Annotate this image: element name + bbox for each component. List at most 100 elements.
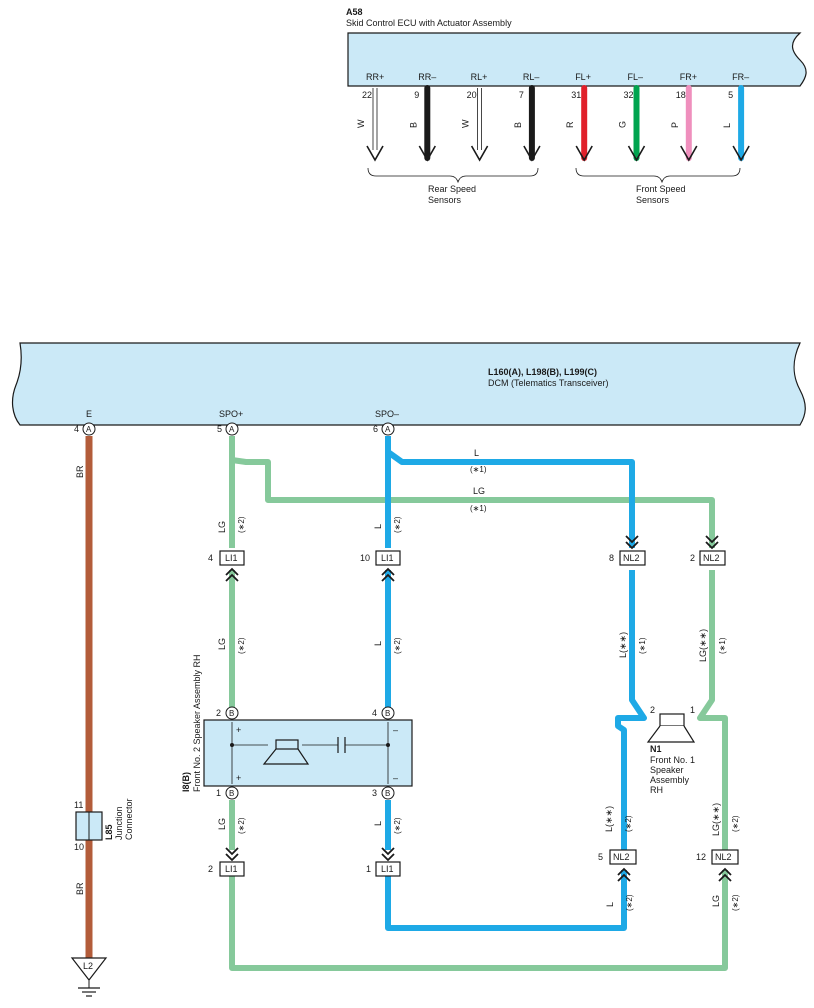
front-group-label-1: Front Speed xyxy=(636,184,686,194)
speaker-rh2-pin-tl-conn: B xyxy=(229,709,234,718)
wire-label-l-3-star: (∗2) xyxy=(393,817,402,834)
wire-label-lg-3: LG xyxy=(217,818,227,830)
connector-li1-bottom-left-pin: 2 xyxy=(208,864,213,874)
a58-terminal-rl-minus: RL–7B xyxy=(513,72,541,162)
a58-terminal-fl-plus: FL+31R xyxy=(565,72,593,162)
dcm-terminal-spo-plus-pin: 5 xyxy=(217,424,222,434)
wire-label-lg-2-star: (∗2) xyxy=(237,637,246,654)
rear-group-label-1: Rear Speed xyxy=(428,184,476,194)
a58-terminal-label: RL+ xyxy=(471,72,488,82)
dcm-terminal-e-conn: A xyxy=(86,425,92,434)
connector-li1-top-left-pin: 4 xyxy=(208,553,213,563)
connector-nl2-top-right-pin: 2 xyxy=(690,553,695,563)
dcm-terminal-spo-minus: A 6 xyxy=(373,422,395,436)
wire-label-l-ss-1: L(∗∗) xyxy=(618,632,628,658)
a58-wire-color: W xyxy=(461,119,471,128)
a58-wire-color: G xyxy=(618,121,628,128)
wire-label-lg-4: LG xyxy=(711,895,721,907)
a58-name: Skid Control ECU with Actuator Assembly xyxy=(346,18,512,28)
wire-label-l-2: L xyxy=(373,641,383,646)
ground-l2 xyxy=(70,957,108,997)
speaker-rh2-code: I8(B) xyxy=(181,772,191,792)
a58-terminal-pin: 7 xyxy=(519,90,524,100)
speaker-rh2-plus-top: + xyxy=(236,725,241,735)
speaker-n1-code: N1 xyxy=(650,744,662,754)
speaker-rh2-plus-bottom: + xyxy=(236,773,241,783)
a58-terminal-pin: 22 xyxy=(362,90,372,100)
a58-code: A58 xyxy=(346,7,363,17)
wire-label-lg-1-star: (∗2) xyxy=(237,516,246,533)
speaker-rh2-pin-br-num: 3 xyxy=(372,788,377,798)
dcm-terminal-e-pin: 4 xyxy=(74,424,79,434)
speaker-rh2-pin-bl: B 1 xyxy=(216,786,239,800)
wire-label-br-top: BR xyxy=(75,465,85,478)
connector-nl2-top-left-pin: 8 xyxy=(609,553,614,563)
speaker-rh2-name: Front No. 2 Speaker Assembly RH xyxy=(192,654,202,792)
wire-label-l-ss-1-star: (∗1) xyxy=(638,637,647,654)
speaker-rh2-icon xyxy=(262,739,310,765)
a58-terminal-rl-plus: RL+ 20W xyxy=(461,72,489,162)
a58-terminal-fr-plus: FR+18P xyxy=(670,72,698,162)
a58-wire-color: R xyxy=(565,121,575,128)
a58-wire-color: L xyxy=(722,123,732,128)
speaker-rh2-minus-bottom: – xyxy=(393,773,398,783)
a58-terminal-label: FL– xyxy=(628,72,644,82)
a58-terminal-pin: 18 xyxy=(676,90,686,100)
speaker-rh2-pin-br: B 3 xyxy=(372,786,395,800)
speaker-n1-name-1: Front No. 1 xyxy=(650,755,695,765)
speaker-rh2-pin-br-conn: B xyxy=(385,789,390,798)
a58-terminal-pin: 32 xyxy=(624,90,634,100)
a58-terminal-pin: 5 xyxy=(728,90,733,100)
wire-label-lg-2: LG xyxy=(217,638,227,650)
junction-code: L85 xyxy=(104,824,114,840)
arrow-down-icon xyxy=(575,145,593,162)
connector-nl2-top-left-label: NL2 xyxy=(623,553,640,563)
connector-nl2-bottom-right-label: NL2 xyxy=(715,852,732,862)
junction-name-2: Connector xyxy=(124,798,134,840)
speaker-rh2-pin-tr: B 4 xyxy=(372,706,395,720)
rear-group-brace xyxy=(367,167,539,184)
wire-label-lg-4-star: (∗2) xyxy=(731,894,740,911)
wire-l-nl2-to-n1 xyxy=(615,570,647,850)
speaker-n1-pin-right: 1 xyxy=(690,705,695,715)
a58-terminal-rr-minus: RR–9B xyxy=(408,72,436,162)
dcm-pin-label-spo-minus: SPO– xyxy=(375,409,399,419)
connector-nl2-bottom-left-label: NL2 xyxy=(613,852,630,862)
dcm-terminal-e: A 4 xyxy=(74,422,96,436)
connector-li1-bottom-right-label: LI1 xyxy=(381,864,394,874)
a58-terminal-label: FR+ xyxy=(680,72,697,82)
connector-nl2-top-right-label: NL2 xyxy=(703,553,720,563)
dcm-name: DCM (Telematics Transceiver) xyxy=(488,378,609,388)
speaker-n1-name-3: Assembly xyxy=(650,775,690,785)
a58-terminals: RR+22WRR–9BRL+20WRL–7BFL+31RFL–32GFR+18P… xyxy=(356,72,750,162)
connector-li1-bottom-left: LI1 2 xyxy=(208,847,245,877)
a58-ecu-box xyxy=(347,32,807,87)
wire-label-lg-1: LG xyxy=(217,521,227,533)
wire-label-lg-ss-1-star: (∗1) xyxy=(718,637,727,654)
connector-li1-bottom-right: LI1 1 xyxy=(366,847,401,877)
a58-terminal-rr-plus: RR+22W xyxy=(356,72,384,162)
wire-label-l-top-star: (∗1) xyxy=(470,465,487,474)
junction-pin-top: 11 xyxy=(74,800,83,810)
wire-label-lg-ss-2: LG(∗∗) xyxy=(711,803,721,836)
speaker-rh2-pin-bl-conn: B xyxy=(229,789,234,798)
wire-label-l-1-star: (∗2) xyxy=(393,516,402,533)
wire-label-l-ss-2-star: (∗2) xyxy=(624,815,633,832)
a58-terminal-fr-minus: FR–5L xyxy=(722,72,750,162)
connector-nl2-bottom-left-pin: 5 xyxy=(598,852,603,862)
connector-li1-top-right-pin: 10 xyxy=(360,553,370,563)
a58-terminal-pin: 20 xyxy=(467,90,477,100)
connector-li1-top-left: LI1 4 xyxy=(208,550,245,582)
dcm-box xyxy=(11,342,806,426)
dcm-pin-label-e: E xyxy=(86,409,92,419)
dcm-code: L160(A), L198(B), L199(C) xyxy=(488,367,597,377)
connector-nl2-bottom-right: NL2 12 xyxy=(696,849,739,882)
dcm-pin-label-spo-plus: SPO+ xyxy=(219,409,243,419)
arrow-down-icon xyxy=(627,145,646,162)
arrow-down-icon xyxy=(366,145,384,162)
a58-terminal-pin: 31 xyxy=(571,90,581,100)
speaker-rh2-pin-tr-conn: B xyxy=(385,709,390,718)
a58-terminal-label: RR– xyxy=(418,72,436,82)
a58-terminal-pin: 9 xyxy=(414,90,419,100)
